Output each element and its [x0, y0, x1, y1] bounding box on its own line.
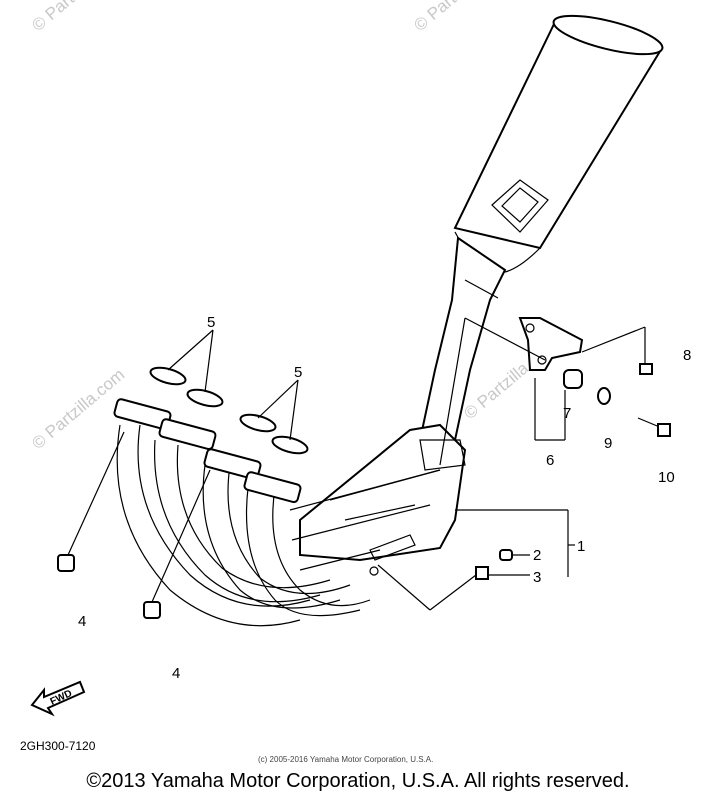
forward-arrow: FWD — [30, 680, 86, 717]
bracket-spacer — [563, 369, 583, 389]
bolt-8 — [639, 348, 653, 375]
callout-8: 8 — [683, 347, 691, 364]
callout-3: 3 — [533, 569, 541, 586]
nut-4 — [143, 601, 161, 619]
collector-body — [299, 423, 467, 576]
callout-4: 4 — [172, 665, 180, 682]
fwd-label: FWD — [49, 688, 74, 708]
nut-4 — [57, 554, 75, 572]
callout-5: 5 — [207, 314, 215, 331]
connector-pipe — [418, 236, 507, 441]
callout-5: 5 — [294, 364, 302, 381]
muffler-bracket — [518, 317, 584, 371]
callout-9: 9 — [604, 435, 612, 452]
watermark: © Partzilla.com — [28, 365, 128, 453]
watermark: © Partzilla.com — [410, 0, 510, 35]
header-flanges — [113, 398, 302, 504]
callout-2: 2 — [533, 547, 541, 564]
leader-lines — [67, 317, 646, 611]
callout-1: 1 — [577, 538, 585, 555]
muffler — [453, 14, 664, 273]
callout-10: 10 — [658, 469, 675, 486]
watermark: © Partzilla.com — [28, 0, 128, 35]
bolt-10 — [637, 417, 671, 437]
nut-3 — [475, 566, 489, 580]
header-pipes — [116, 424, 441, 627]
copyright-footer: ©2013 Yamaha Motor Corporation, U.S.A. A… — [86, 770, 630, 792]
callout-6: 6 — [546, 452, 554, 469]
gaskets — [149, 366, 309, 455]
small-copyright: (c) 2005-2016 Yamaha Motor Corporation, … — [258, 755, 433, 764]
callout-7: 7 — [563, 405, 571, 422]
bolt-2 — [499, 549, 513, 561]
callout-4: 4 — [78, 613, 86, 630]
diagram-code: 2GH300-7120 — [20, 739, 96, 753]
washer — [597, 387, 611, 405]
